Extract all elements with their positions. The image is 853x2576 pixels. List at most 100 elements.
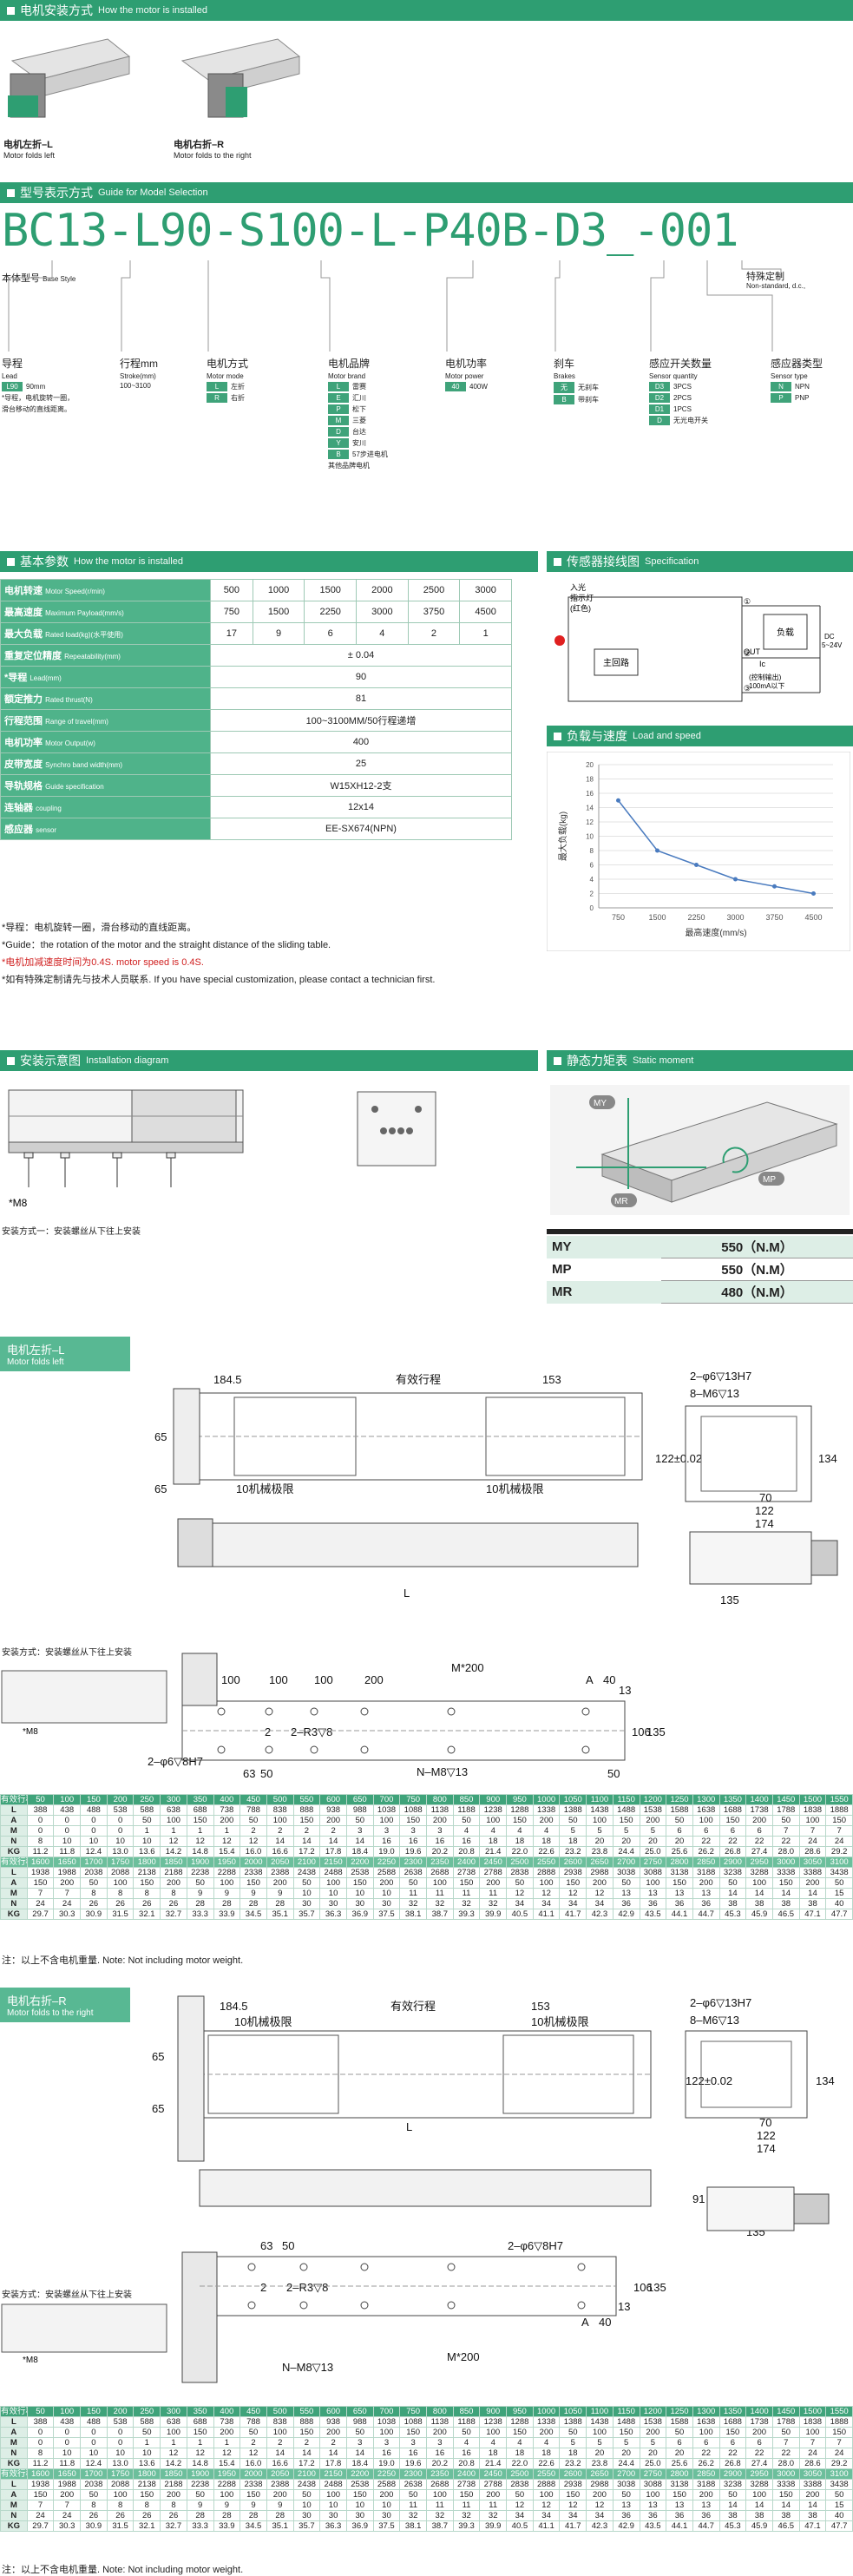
param-row: 额定推力 Rated thrust(N)81 bbox=[0, 687, 512, 710]
svg-text:40: 40 bbox=[599, 2316, 611, 2329]
moment-diagram: MY MP MR bbox=[550, 1085, 850, 1215]
right-drawing: 184.5 有效行程 153 2–φ6▽13H7 8–M6▽13 10机械极限 … bbox=[152, 1995, 835, 2238]
x-tick-label: 3000 bbox=[726, 913, 744, 922]
svg-text:8–M6▽13: 8–M6▽13 bbox=[690, 2014, 739, 2027]
svg-text:2–φ6▽8H7: 2–φ6▽8H7 bbox=[508, 2239, 563, 2252]
svg-text:2–R3▽8: 2–R3▽8 bbox=[286, 2281, 328, 2294]
x-tick-label: 3750 bbox=[765, 913, 783, 922]
model-code: BC13-L90-S100-L-P40B-D3_-001 bbox=[2, 205, 739, 257]
legend-code: L bbox=[207, 382, 227, 391]
svg-text:③: ③ bbox=[744, 684, 751, 693]
x-tick-label: 2250 bbox=[687, 913, 705, 922]
svg-text:2–φ6▽8H7: 2–φ6▽8H7 bbox=[148, 1755, 203, 1768]
right-bottom-drawing: 63 50 2–φ6▽8H7 2–R3▽8 2 106 135 13 A 40 … bbox=[181, 2239, 666, 2383]
dim-note-left: 注：以上不含电机重量. Note: Not including motor we… bbox=[2, 1955, 244, 1966]
param-row: *导程 Lead(mm)90 bbox=[0, 666, 512, 688]
svg-text:122±0.02: 122±0.02 bbox=[686, 2074, 732, 2087]
svg-text:200: 200 bbox=[364, 1673, 384, 1686]
param-note-4: *如有特殊定制请先与技术人员联系. If you have special cu… bbox=[2, 975, 436, 985]
legend-row: L 左折 bbox=[207, 382, 248, 391]
param-row: 电机功率 Motor Output(w)400 bbox=[0, 731, 512, 753]
legend-row: P PNP bbox=[771, 393, 823, 403]
legend-code: L bbox=[328, 382, 349, 391]
legend-code: E bbox=[328, 393, 349, 403]
installation-diagram: *M8 bbox=[8, 1089, 436, 1209]
svg-text:122: 122 bbox=[757, 2129, 776, 2142]
svg-text:13: 13 bbox=[618, 2300, 630, 2313]
x-tick-label: 4500 bbox=[804, 913, 822, 922]
svg-text:135: 135 bbox=[647, 2281, 666, 2294]
param-cell: 3000 bbox=[356, 601, 409, 623]
left-method: 安装方式：安装螺丝从下往上安装 bbox=[2, 1648, 132, 1658]
svg-text:65: 65 bbox=[152, 2102, 164, 2115]
y-tick-label: 12 bbox=[586, 818, 594, 826]
svg-text:10机械极限: 10机械极限 bbox=[531, 2015, 588, 2028]
param-note-2: *Guide：the rotation of the motor and the… bbox=[2, 940, 331, 950]
dim-note-right: 注：以上不含电机重量. Note: Not including motor we… bbox=[2, 2565, 244, 2575]
data-point bbox=[811, 891, 816, 896]
param-cell: 100~3100MM/50行程递增 bbox=[210, 709, 512, 732]
svg-text:13: 13 bbox=[619, 1684, 631, 1697]
svg-text:2–R3▽8: 2–R3▽8 bbox=[291, 1725, 332, 1738]
svg-text:174: 174 bbox=[757, 2142, 776, 2155]
legend-value: 雷赛 bbox=[352, 383, 366, 391]
legend-value: 三菱 bbox=[352, 417, 366, 424]
legend-value: 左折 bbox=[231, 383, 245, 391]
y-tick-label: 14 bbox=[586, 805, 594, 812]
svg-text:OUT: OUT bbox=[744, 647, 761, 656]
legend-code: P bbox=[771, 393, 791, 403]
motor-right-image bbox=[180, 38, 301, 118]
svg-text:A: A bbox=[586, 1673, 594, 1686]
svg-text:100mA以下: 100mA以下 bbox=[749, 682, 784, 690]
svg-text:主回路: 主回路 bbox=[603, 657, 629, 668]
param-cell: 1500 bbox=[252, 601, 305, 623]
legend-code: D bbox=[649, 416, 670, 425]
svg-text:106: 106 bbox=[633, 2281, 653, 2294]
y-tick-label: 8 bbox=[590, 847, 594, 855]
svg-text:L: L bbox=[404, 1587, 410, 1600]
svg-text:184.5: 184.5 bbox=[213, 1373, 242, 1386]
param-cell: 750 bbox=[210, 601, 253, 623]
legend-value: PNP bbox=[795, 394, 810, 402]
legend-code: N bbox=[771, 382, 791, 391]
y-tick-label: 4 bbox=[590, 876, 594, 884]
param-cell: 4 bbox=[356, 622, 409, 645]
param-row: 皮带宽度 Synchro band width(mm)25 bbox=[0, 752, 512, 775]
svg-text:MP: MP bbox=[763, 1175, 776, 1185]
svg-text:122: 122 bbox=[755, 1504, 774, 1517]
x-tick-label: 1500 bbox=[648, 913, 666, 922]
param-cell: 90 bbox=[210, 666, 512, 688]
data-point bbox=[655, 848, 659, 853]
svg-text:70: 70 bbox=[759, 2116, 771, 2129]
param-cell: 2000 bbox=[356, 579, 409, 601]
legend-code: Y bbox=[328, 438, 349, 448]
legend-code: D1 bbox=[649, 404, 670, 414]
motor-right-en: Motor folds to the right bbox=[174, 151, 252, 160]
svg-text:184.5: 184.5 bbox=[220, 2000, 248, 2013]
svg-text:8–M6▽13: 8–M6▽13 bbox=[690, 1387, 739, 1400]
legend-value: NPN bbox=[795, 383, 810, 391]
param-row: 重复定位精度 Repeatability(mm)± 0.04 bbox=[0, 644, 512, 667]
